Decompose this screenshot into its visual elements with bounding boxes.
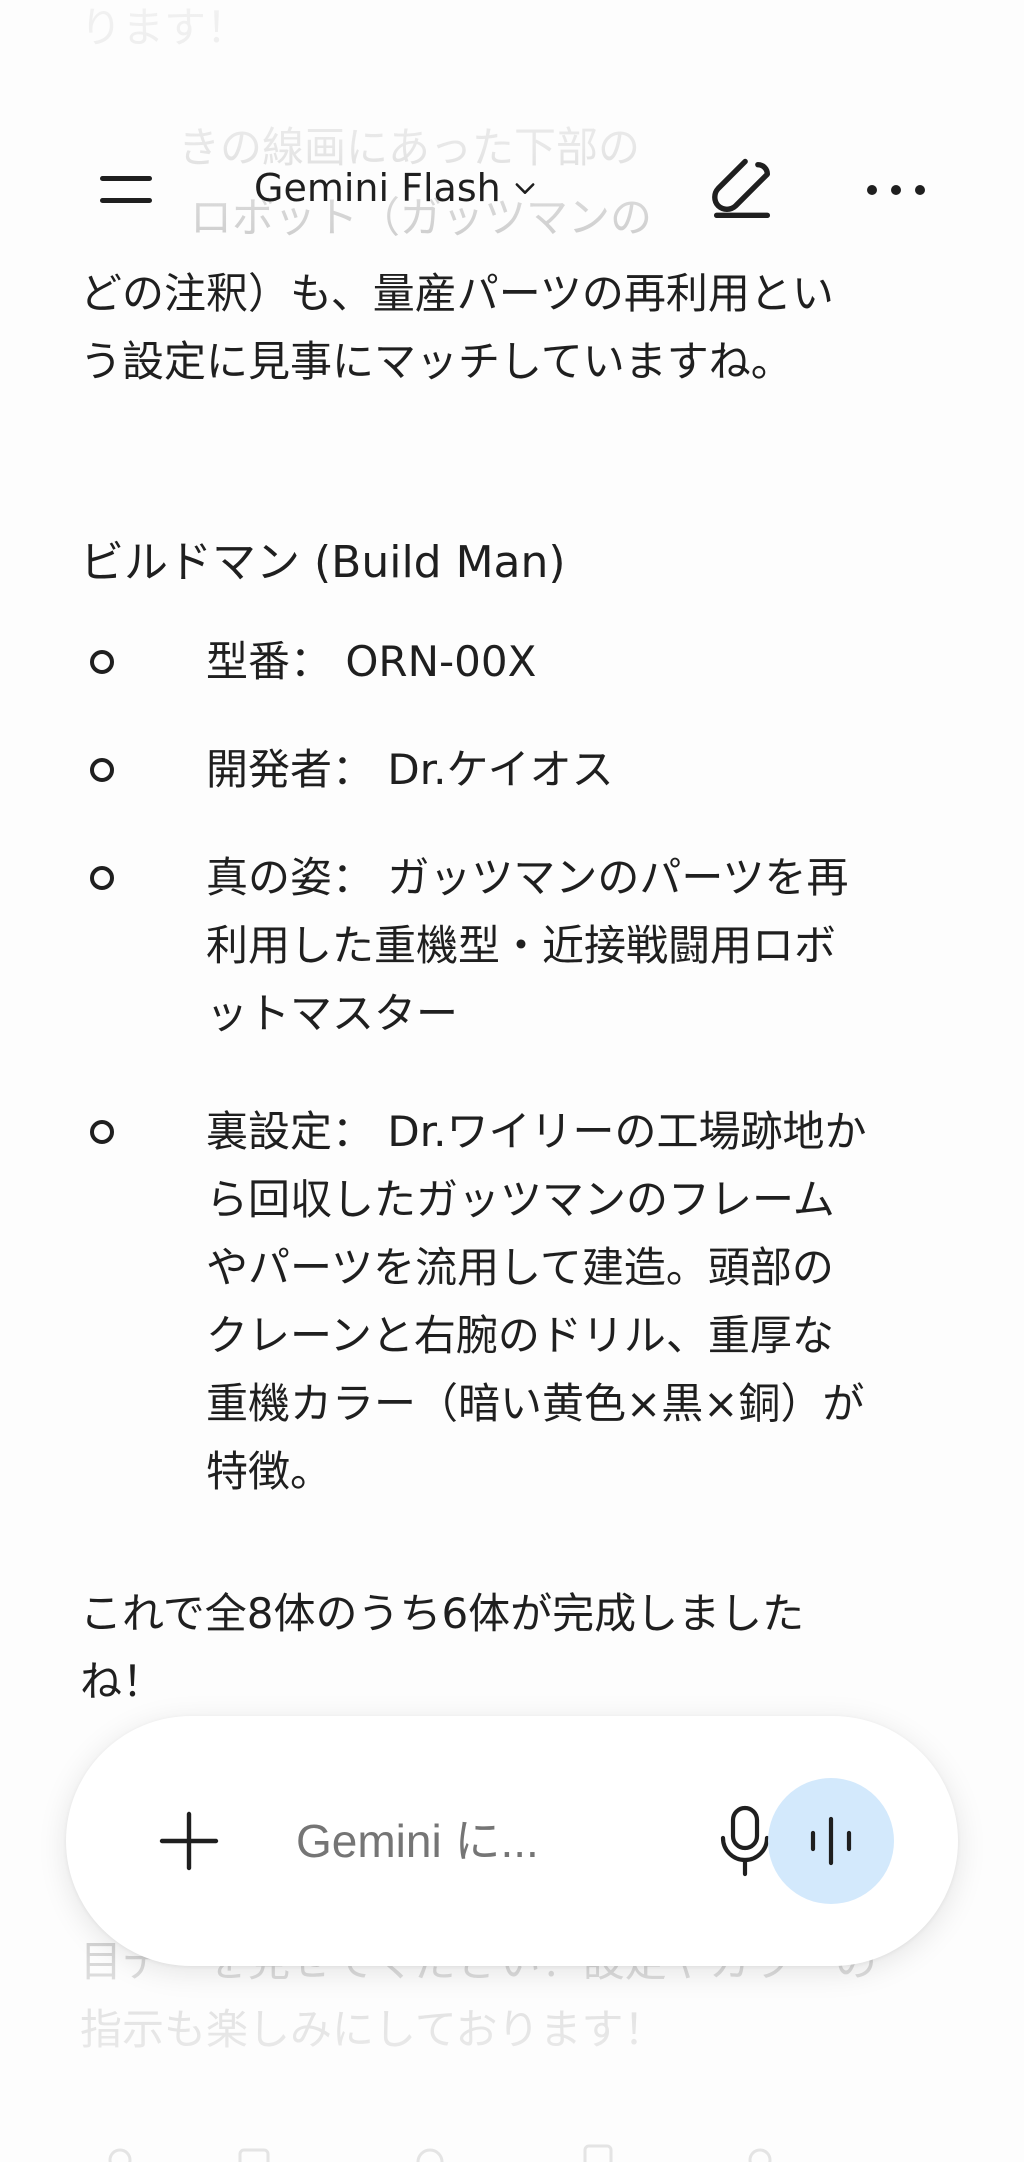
summary-paragraph: これで全8体のうち6体が完成しました ね！ [80, 1580, 940, 1716]
text-line: これで全8体のうち6体が完成しました [80, 1589, 805, 1638]
faded-text: ります！ [80, 3, 249, 52]
text-line: 真の姿： ガッツマンのパーツを再 [206, 853, 849, 902]
text-line: 型番： ORN-00X [206, 637, 537, 686]
text-line: やパーツを流用して建造。頭部の [206, 1243, 834, 1292]
text-line: どの注釈）も、量産パーツの再利用とい [80, 269, 834, 318]
text-line: ら回収したガッツマンのフレーム [206, 1175, 835, 1224]
text-line: う設定に見事にマッチしていますね。 [80, 337, 793, 386]
list-item-text: 裏設定： Dr.ワイリーの工場跡地か ら回収したガッツマンのフレーム やパーツを… [206, 1098, 1006, 1506]
text-line: 利用した重機型・近接戦闘用ロボ [206, 921, 837, 970]
section-heading: ビルドマン (Build Man) [80, 537, 566, 588]
prompt-composer [66, 1716, 958, 1966]
list-item-text: 真の姿： ガッツマンのパーツを再 利用した重機型・近接戦闘用ロボ ットマスター [206, 844, 1006, 1048]
bullet-circle-icon [90, 650, 114, 674]
more-horizontal-icon[interactable] [864, 176, 928, 204]
bullet-circle-icon [90, 758, 114, 782]
live-voice-button[interactable] [768, 1778, 894, 1904]
list-item-text: 開発者： Dr.ケイオス [206, 736, 1006, 804]
menu-icon[interactable] [96, 176, 160, 206]
bullet-circle-icon [90, 1120, 114, 1144]
intro-paragraph: どの注釈）も、量産パーツの再利用とい う設定に見事にマッチしていますね。 [80, 260, 940, 396]
text-line: 裏設定： Dr.ワイリーの工場跡地か [206, 1107, 867, 1156]
model-switcher[interactable]: Gemini Flash [254, 158, 539, 218]
text-line: ットマスター [206, 989, 459, 1038]
top-app-bar: Gemini Flash [0, 120, 1024, 250]
text-line: ね！ [80, 1657, 165, 1706]
text-line: 重機カラー（暗い黄色×黒×銅）が [206, 1379, 865, 1428]
plus-icon[interactable] [156, 1808, 222, 1874]
list-item-text: 型番： ORN-00X [206, 628, 1006, 696]
microphone-icon[interactable] [714, 1804, 776, 1878]
audio-waveform-icon [810, 1816, 852, 1866]
edit-pen-icon[interactable] [704, 152, 780, 228]
text-line: 開発者： Dr.ケイオス [206, 745, 614, 794]
chevron-down-icon [515, 183, 535, 194]
prompt-input[interactable] [296, 1806, 656, 1876]
faded-text: 指示も楽しみにしております！ [80, 2005, 666, 2054]
bullet-circle-icon [90, 866, 114, 890]
text-line: 特徴。 [206, 1447, 333, 1496]
faded-line-top: ります！ [80, 0, 940, 62]
faded-bottom-icons [108, 2144, 772, 2162]
text-line: クレーンと右腕のドリル、重厚な [206, 1311, 834, 1360]
model-name: Gemini Flash [254, 166, 501, 210]
